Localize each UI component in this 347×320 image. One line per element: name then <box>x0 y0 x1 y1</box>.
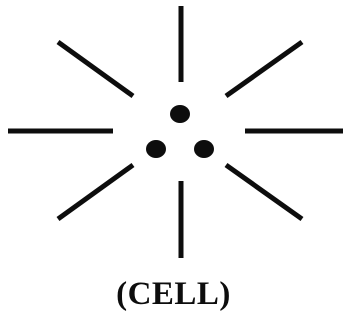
ray-top-left <box>58 42 133 96</box>
rays <box>8 6 343 258</box>
ray-bottom-right <box>226 165 302 219</box>
dot-bottom-left <box>146 140 166 158</box>
dot-bottom-right <box>194 140 214 158</box>
nucleus-dots <box>146 105 214 158</box>
caption: (CELL) <box>0 276 347 312</box>
dot-top <box>170 105 190 123</box>
ray-bottom-left <box>58 165 133 219</box>
ray-top-right <box>226 42 302 96</box>
